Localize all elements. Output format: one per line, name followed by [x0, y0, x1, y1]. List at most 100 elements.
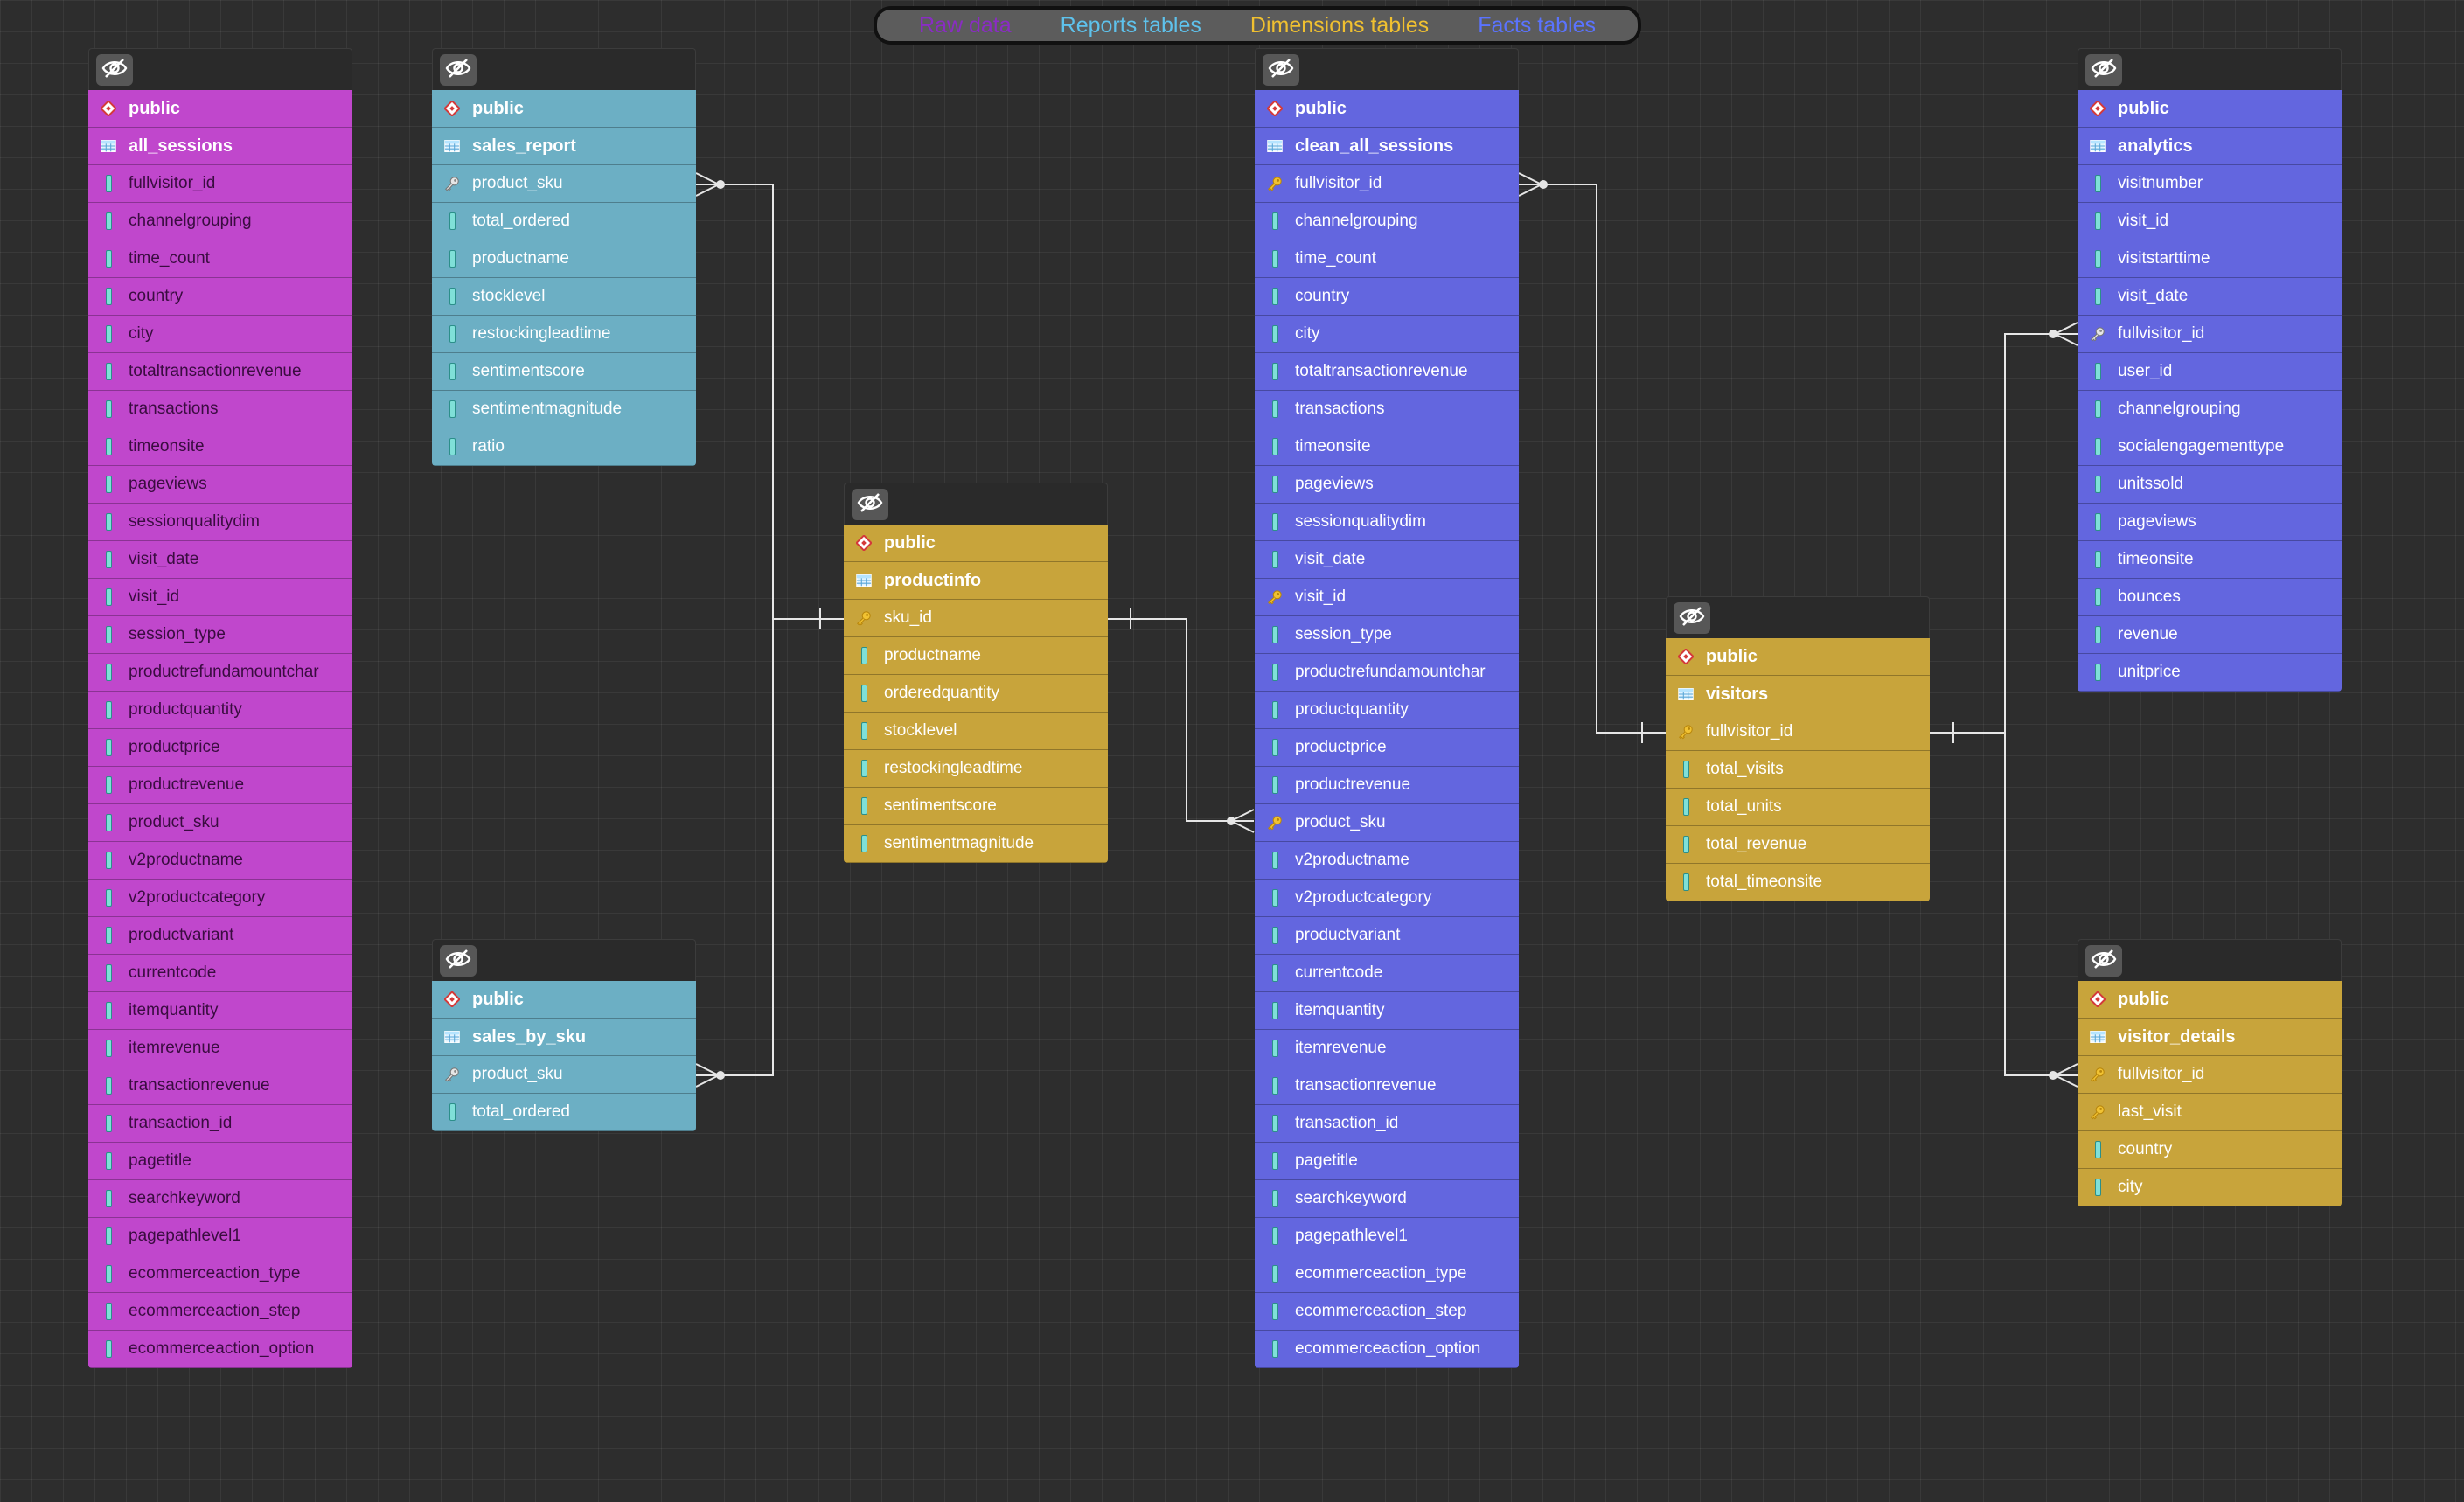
column-row[interactable]: sentimentmagnitude: [432, 391, 696, 428]
column-row[interactable]: city: [1255, 316, 1519, 353]
column-row[interactable]: stocklevel: [432, 278, 696, 316]
column-row[interactable]: socialengagementtype: [2078, 428, 2342, 466]
column-row[interactable]: ecommerceaction_type: [1255, 1255, 1519, 1293]
column-row[interactable]: total_timeonsite: [1666, 864, 1930, 901]
column-row[interactable]: channelgrouping: [88, 203, 352, 240]
column-row[interactable]: product_sku: [88, 804, 352, 842]
column-row[interactable]: total_revenue: [1666, 826, 1930, 864]
column-row[interactable]: transaction_id: [1255, 1105, 1519, 1143]
column-row[interactable]: visit_id: [88, 579, 352, 616]
table-name-row[interactable]: analytics: [2078, 128, 2342, 165]
column-row[interactable]: transactions: [88, 391, 352, 428]
column-row[interactable]: ecommerceaction_step: [1255, 1293, 1519, 1331]
column-row[interactable]: ecommerceaction_option: [88, 1331, 352, 1368]
column-row[interactable]: country: [1255, 278, 1519, 316]
column-row[interactable]: transactions: [1255, 391, 1519, 428]
column-row[interactable]: total_visits: [1666, 751, 1930, 789]
column-row[interactable]: fullvisitor_id: [1255, 165, 1519, 203]
column-row[interactable]: total_ordered: [432, 203, 696, 240]
column-row[interactable]: sessionqualitydim: [88, 504, 352, 541]
legend-reports-tables[interactable]: Reports tables: [1060, 12, 1201, 38]
column-row[interactable]: city: [88, 316, 352, 353]
column-row[interactable]: productquantity: [88, 692, 352, 729]
column-row[interactable]: total_units: [1666, 789, 1930, 826]
column-row[interactable]: totaltransactionrevenue: [88, 353, 352, 391]
column-row[interactable]: fullvisitor_id: [2078, 316, 2342, 353]
column-row[interactable]: fullvisitor_id: [2078, 1056, 2342, 1094]
column-row[interactable]: pagepathlevel1: [1255, 1218, 1519, 1255]
column-row[interactable]: bounces: [2078, 579, 2342, 616]
column-row[interactable]: timeonsite: [88, 428, 352, 466]
schema-row[interactable]: public: [2078, 90, 2342, 128]
column-row[interactable]: visit_id: [2078, 203, 2342, 240]
table-header-bar[interactable]: [2078, 48, 2342, 90]
schema-row[interactable]: public: [432, 90, 696, 128]
column-row[interactable]: restockingleadtime: [432, 316, 696, 353]
column-row[interactable]: transactionrevenue: [88, 1067, 352, 1105]
table-name-row[interactable]: clean_all_sessions: [1255, 128, 1519, 165]
column-row[interactable]: currentcode: [88, 955, 352, 992]
column-row[interactable]: productrefundamountchar: [88, 654, 352, 692]
column-row[interactable]: itemquantity: [1255, 992, 1519, 1030]
column-row[interactable]: ratio: [432, 428, 696, 466]
hide-table-button[interactable]: [1263, 54, 1299, 86]
table-header-bar[interactable]: [2078, 939, 2342, 981]
schema-row[interactable]: public: [1255, 90, 1519, 128]
column-row[interactable]: pageviews: [2078, 504, 2342, 541]
table-name-row[interactable]: sales_report: [432, 128, 696, 165]
column-row[interactable]: sentimentscore: [432, 353, 696, 391]
column-row[interactable]: productquantity: [1255, 692, 1519, 729]
hide-table-button[interactable]: [2085, 945, 2122, 977]
column-row[interactable]: visitnumber: [2078, 165, 2342, 203]
table-header-bar[interactable]: [844, 483, 1108, 525]
column-row[interactable]: revenue: [2078, 616, 2342, 654]
column-row[interactable]: sku_id: [844, 600, 1108, 637]
column-row[interactable]: unitssold: [2078, 466, 2342, 504]
column-row[interactable]: v2productname: [1255, 842, 1519, 880]
table-name-row[interactable]: visitors: [1666, 676, 1930, 713]
column-row[interactable]: v2productcategory: [88, 880, 352, 917]
column-row[interactable]: productrevenue: [1255, 767, 1519, 804]
column-row[interactable]: stocklevel: [844, 713, 1108, 750]
column-row[interactable]: fullvisitor_id: [88, 165, 352, 203]
column-row[interactable]: country: [88, 278, 352, 316]
column-row[interactable]: product_sku: [432, 165, 696, 203]
column-row[interactable]: city: [2078, 1169, 2342, 1206]
column-row[interactable]: fullvisitor_id: [1666, 713, 1930, 751]
column-row[interactable]: time_count: [1255, 240, 1519, 278]
hide-table-button[interactable]: [852, 489, 888, 520]
column-row[interactable]: searchkeyword: [88, 1180, 352, 1218]
column-row[interactable]: product_sku: [1255, 804, 1519, 842]
schema-row[interactable]: public: [432, 981, 696, 1019]
table-header-bar[interactable]: [1666, 596, 1930, 638]
schema-row[interactable]: public: [1666, 638, 1930, 676]
column-row[interactable]: pageviews: [88, 466, 352, 504]
column-row[interactable]: searchkeyword: [1255, 1180, 1519, 1218]
table-name-row[interactable]: visitor_details: [2078, 1019, 2342, 1056]
column-row[interactable]: pagetitle: [1255, 1143, 1519, 1180]
column-row[interactable]: productvariant: [1255, 917, 1519, 955]
legend-raw-data[interactable]: Raw data: [919, 12, 1012, 38]
table-header-bar[interactable]: [1255, 48, 1519, 90]
column-row[interactable]: session_type: [88, 616, 352, 654]
column-row[interactable]: sessionqualitydim: [1255, 504, 1519, 541]
table-header-bar[interactable]: [432, 48, 696, 90]
column-row[interactable]: productname: [844, 637, 1108, 675]
column-row[interactable]: visit_date: [2078, 278, 2342, 316]
column-row[interactable]: channelgrouping: [2078, 391, 2342, 428]
legend-facts-tables[interactable]: Facts tables: [1478, 12, 1596, 38]
column-row[interactable]: time_count: [88, 240, 352, 278]
hide-table-button[interactable]: [2085, 54, 2122, 86]
table-name-row[interactable]: all_sessions: [88, 128, 352, 165]
column-row[interactable]: transaction_id: [88, 1105, 352, 1143]
column-row[interactable]: sentimentscore: [844, 788, 1108, 825]
column-row[interactable]: totaltransactionrevenue: [1255, 353, 1519, 391]
column-row[interactable]: v2productname: [88, 842, 352, 880]
column-row[interactable]: transactionrevenue: [1255, 1067, 1519, 1105]
column-row[interactable]: itemrevenue: [88, 1030, 352, 1067]
